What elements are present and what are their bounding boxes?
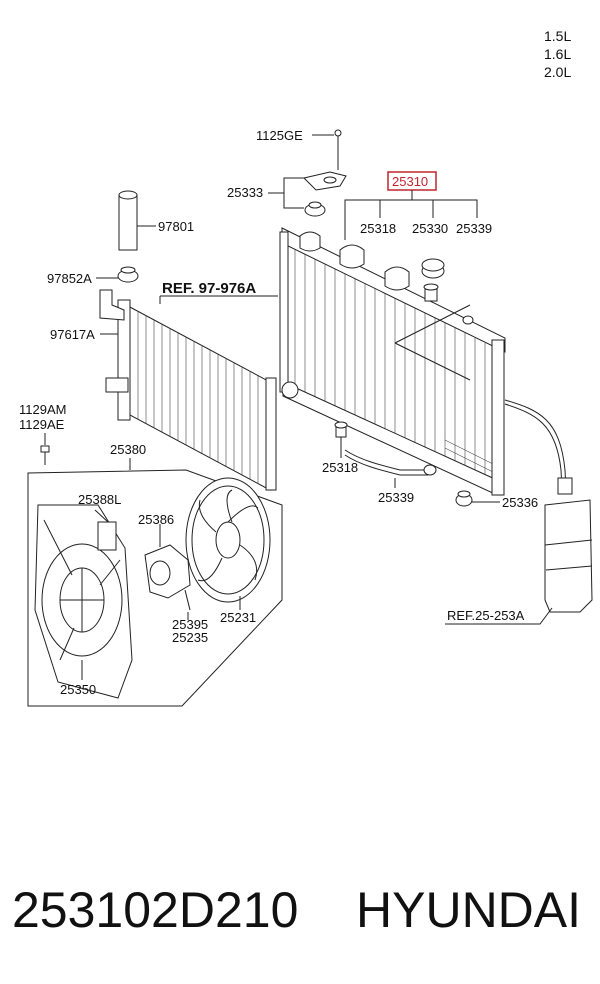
label-1129am: 1129AM (19, 402, 66, 417)
label-25231: 25231 (220, 610, 256, 625)
label-25388l: 25388L (78, 492, 121, 507)
label-97852a: 97852A (47, 271, 92, 286)
label-25386: 25386 (138, 512, 174, 527)
condenser-drawing (99, 289, 277, 491)
label-25333: 25333 (227, 185, 263, 200)
engine-variant-list: 1.5L 1.6L 2.0L (544, 28, 571, 80)
radiator-drawing (279, 227, 506, 496)
fan-assembly-box (27, 469, 283, 707)
condenser-fins (137, 311, 259, 484)
label-25235: 25235 (172, 630, 208, 645)
label-25318-upper: 25318 (360, 221, 396, 236)
engine-variant-1: 1.5L (544, 28, 571, 44)
label-25350: 25350 (60, 682, 96, 697)
fan-motor-drawing (144, 544, 191, 611)
footer-part-number: 253102D210 (12, 882, 298, 938)
reservoir-tank-drawing (504, 399, 593, 613)
label-97801: 97801 (158, 219, 194, 234)
footer-brand: HYUNDAI (356, 882, 581, 938)
engine-variant-2: 1.6L (544, 46, 571, 62)
mount-bracket-drawing (303, 129, 347, 217)
engine-variant-3: 2.0L (544, 64, 571, 80)
fan-shroud-drawing (34, 504, 133, 699)
label-25318-lower: 25318 (322, 460, 358, 475)
receiver-drier-drawing (117, 190, 139, 283)
label-25336: 25336 (502, 495, 538, 510)
part-number-25310: 25310 (392, 174, 428, 189)
part-callout-25310[interactable]: 25310 (387, 171, 437, 191)
label-25330: 25330 (412, 221, 448, 236)
label-1125ge: 1125GE (256, 128, 303, 143)
bolt-drawing (40, 445, 50, 465)
lower-hose-drawing (334, 421, 473, 507)
label-25395: 25395 (172, 617, 208, 632)
ref-25-253a: REF.25-253A (447, 608, 525, 623)
label-97617a: 97617A (50, 327, 95, 342)
label-1129ae: 1129AE (19, 417, 65, 432)
label-25380: 25380 (110, 442, 146, 457)
label-25339-upper: 25339 (456, 221, 492, 236)
label-25339-lower: 25339 (378, 490, 414, 505)
fan-blade-drawing (185, 477, 271, 603)
ref-97-976a: REF. 97-976A (162, 280, 256, 297)
radiator-core-fins (294, 248, 486, 488)
